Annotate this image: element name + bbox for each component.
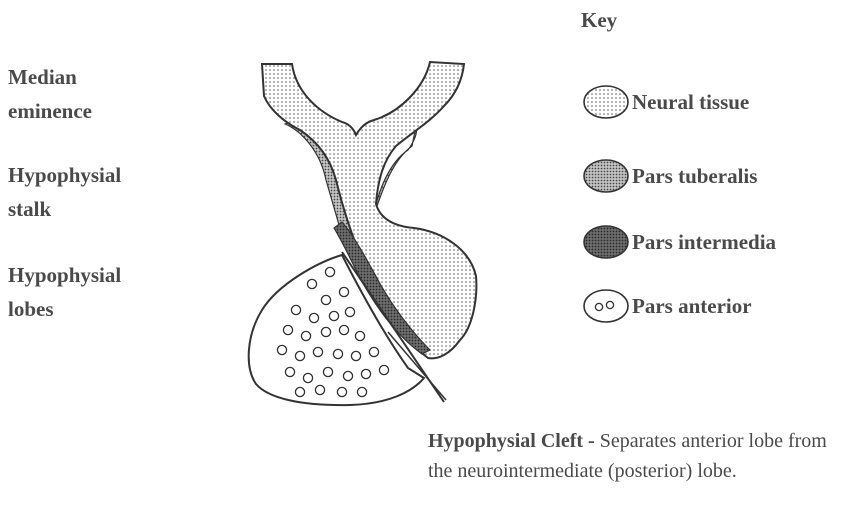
pars-anterior-swatch-icon	[582, 288, 630, 324]
anterior-cell	[291, 305, 300, 314]
anterior-cell	[285, 367, 294, 376]
anterior-cell	[329, 311, 338, 320]
caption-separator: -	[583, 430, 600, 452]
anterior-cell	[357, 387, 366, 396]
key-label-neural-tissue: Neural tissue	[632, 90, 749, 115]
key-label-pars-anterior: Pars anterior	[632, 294, 752, 319]
anterior-cell	[295, 351, 304, 360]
anterior-cell	[303, 373, 312, 382]
key-label-pars-intermedia: Pars intermedia	[632, 230, 776, 255]
anterior-cell	[343, 371, 352, 380]
anterior-cell	[277, 345, 286, 354]
anterior-cell	[313, 347, 322, 356]
hypophysial-cleft-caption: Hypophysial Cleft - Separates anterior l…	[428, 426, 848, 486]
pars-tuberalis-swatch-icon	[582, 158, 630, 194]
key-item-pars-anterior: Pars anterior	[582, 288, 752, 324]
anterior-cell	[361, 369, 370, 378]
key-item-pars-intermedia: Pars intermedia	[582, 224, 776, 260]
anterior-cell	[339, 325, 348, 334]
anterior-cell	[321, 327, 330, 336]
anterior-cell	[295, 387, 304, 396]
anterior-cell	[325, 267, 334, 276]
anterior-cell	[355, 331, 364, 340]
caption-title: Hypophysial Cleft	[428, 430, 583, 452]
anterior-cell	[333, 349, 342, 358]
key-title: Key	[581, 8, 617, 33]
anterior-cell	[345, 307, 354, 316]
anterior-cell	[339, 287, 348, 296]
anterior-cell	[301, 331, 310, 340]
anterior-cell	[351, 351, 360, 360]
anterior-cell	[379, 365, 388, 374]
anterior-cell	[337, 387, 346, 396]
anterior-cell	[315, 385, 324, 394]
anterior-cell	[323, 367, 332, 376]
anterior-cell	[283, 325, 292, 334]
anterior-cell	[369, 347, 378, 356]
pars-intermedia-swatch-icon	[582, 224, 630, 260]
anterior-cell	[307, 279, 316, 288]
anterior-cell	[309, 313, 318, 322]
neural-tissue-swatch-icon	[582, 84, 630, 120]
key-label-pars-tuberalis: Pars tuberalis	[632, 164, 757, 189]
key-item-neural-tissue: Neural tissue	[582, 84, 749, 120]
key-item-pars-tuberalis: Pars tuberalis	[582, 158, 757, 194]
anterior-cell	[321, 295, 330, 304]
